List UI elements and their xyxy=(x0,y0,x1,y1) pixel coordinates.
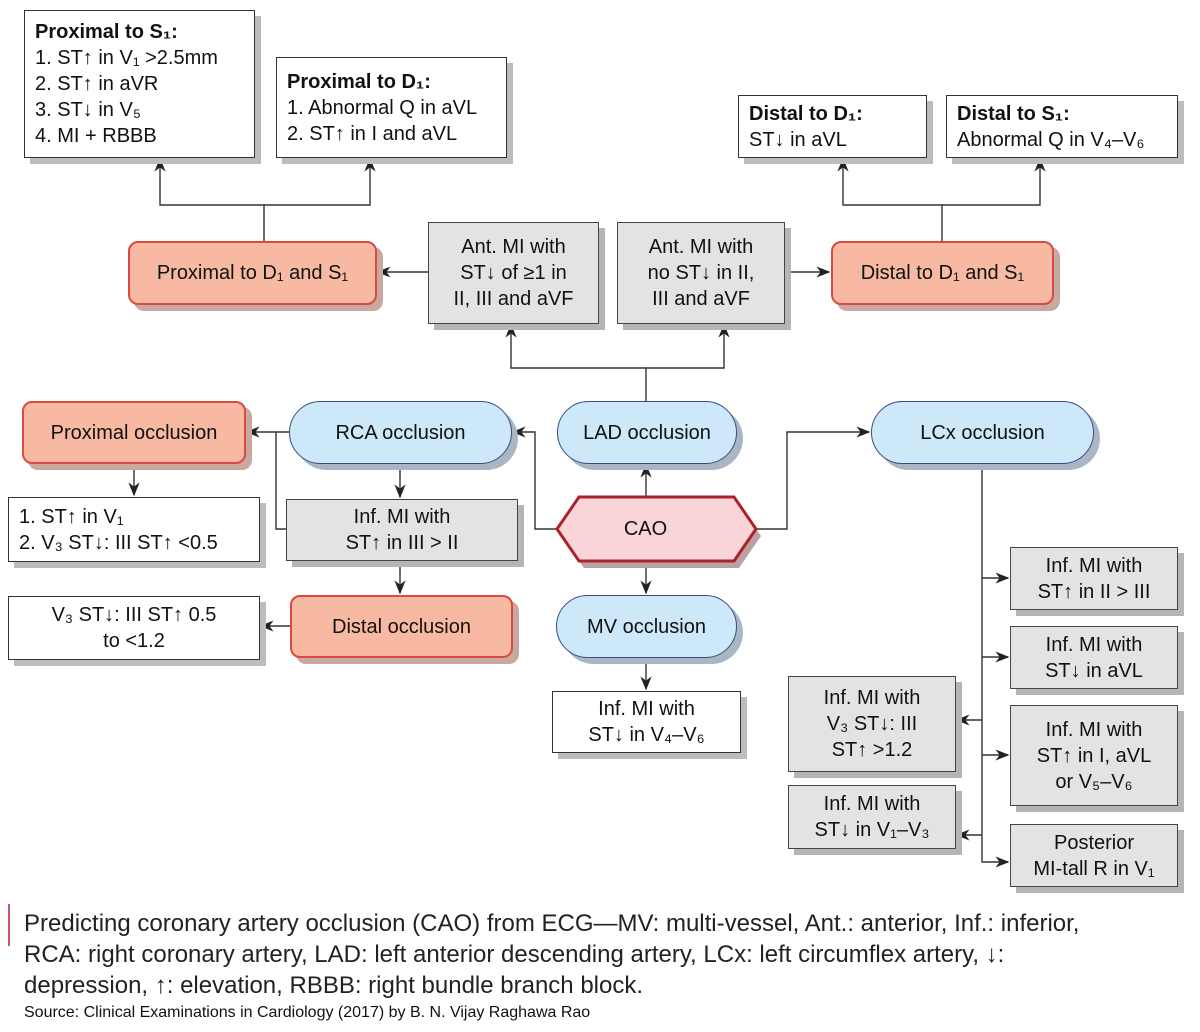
cao-node: CAO xyxy=(557,497,734,561)
label: Distal to D₁ and S₁ xyxy=(860,262,1025,284)
line: Inf. MI with xyxy=(1045,718,1143,741)
distal-d1-s1-node: Distal to D₁ and S₁ xyxy=(831,241,1054,305)
label: CAO xyxy=(623,518,668,540)
proximal-occlusion-node: Proximal occlusion xyxy=(22,401,246,464)
criterion: 1. Abnormal Q in aVL xyxy=(287,96,478,119)
criterion: ST↓ in aVL xyxy=(749,128,847,151)
line: Posterior xyxy=(1053,831,1135,854)
line: MI-tall R in V₁ xyxy=(1033,857,1155,880)
label: LCx occlusion xyxy=(920,421,1045,444)
line: Ant. MI with xyxy=(648,236,754,258)
label: Distal occlusion xyxy=(332,615,471,638)
criterion: 4. MI + RBBB xyxy=(35,125,157,147)
line: ST↓ in V₄–V₆ xyxy=(588,724,705,746)
lad-occlusion-node: LAD occlusion xyxy=(557,401,737,464)
line: Inf. MI with xyxy=(1045,554,1143,577)
source-credit: Source: Clinical Examinations in Cardiol… xyxy=(24,1004,591,1021)
line: ST↑ in II > III xyxy=(1037,580,1151,603)
line: ST↑ in I, aVL xyxy=(1036,744,1152,767)
line: or V₅–V₆ xyxy=(1055,770,1133,793)
line: Inf. MI with xyxy=(823,687,921,709)
label: RCA occlusion xyxy=(335,421,466,444)
label: Proximal occlusion xyxy=(50,421,218,444)
label: LAD occlusion xyxy=(583,421,711,444)
caption: Predicting coronary artery occlusion (CA… xyxy=(24,910,1080,999)
cao-shape xyxy=(555,495,758,563)
proximal-to-d1-box: Proximal to D₁: 1. Abnormal Q in aVL 2. … xyxy=(276,57,507,158)
line: II, III and aVF xyxy=(453,288,574,310)
criterion: 2. ST↑ in aVR xyxy=(35,73,159,95)
title: Distal to D₁: xyxy=(749,102,863,125)
title: Distal to S₁: xyxy=(957,102,1070,125)
label: Proximal to D₁ and S₁ xyxy=(156,262,349,284)
line: ST↓ of ≥1 in xyxy=(460,262,567,284)
line: V₃ ST↓: III ST↑ 0.5 xyxy=(51,604,217,626)
rca-occlusion-node: RCA occlusion xyxy=(289,401,512,464)
line: ST↓ in aVL xyxy=(1045,659,1143,682)
line: to <1.2 xyxy=(103,630,165,652)
label: MV occlusion xyxy=(587,615,706,638)
mv-occlusion-node: MV occlusion xyxy=(556,595,737,658)
connectors xyxy=(128,157,1046,868)
distal-occlusion-node: Distal occlusion xyxy=(290,595,513,658)
line: Inf. MI with xyxy=(823,793,921,815)
line: 1. ST↑ in V₁ xyxy=(19,505,124,528)
ant-mi-no-depression-node: Ant. MI with no ST↓ in II, III and aVF xyxy=(617,222,785,324)
line: no ST↓ in II, xyxy=(647,262,755,284)
lcx-occlusion-node: LCx occlusion xyxy=(871,401,1094,464)
line: ST↓ in V₁–V₃ xyxy=(814,819,930,841)
title: Proximal to D₁: xyxy=(287,70,431,93)
line: ST↑ in III > II xyxy=(345,532,459,554)
criterion: 3. ST↓ in V₅ xyxy=(35,99,141,121)
criterion: 1. ST↑ in V₁ >2.5mm xyxy=(35,47,218,69)
line: ST↑ >1.2 xyxy=(831,739,913,761)
caption-bar xyxy=(8,904,10,946)
distal-occlusion-criteria: V₃ ST↓: III ST↑ 0.5 to <1.2 xyxy=(8,596,260,660)
proximal-to-s1-box: Proximal to S₁: 1. ST↑ in V₁ >2.5mm 2. S… xyxy=(24,10,255,158)
line: Inf. MI with xyxy=(353,506,451,528)
line: V₃ ST↓: III xyxy=(826,713,918,735)
proximal-occlusion-criteria: 1. ST↑ in V₁ 2. V₃ ST↓: III ST↑ <0.5 xyxy=(8,497,260,562)
criterion: Abnormal Q in V₄–V₆ xyxy=(957,128,1145,151)
criterion: 2. ST↑ in I and aVL xyxy=(287,122,458,145)
line: 2. V₃ ST↓: III ST↑ <0.5 xyxy=(19,531,218,554)
line: Inf. MI with xyxy=(1045,633,1143,656)
line: Ant. MI with xyxy=(461,236,566,258)
line: Inf. MI with xyxy=(598,698,695,720)
lcx-finding-v3: Inf. MI with V₃ ST↓: III ST↑ >1.2 xyxy=(788,676,956,772)
line: III and aVF xyxy=(652,288,750,310)
distal-to-s1-box: Distal to S₁: Abnormal Q in V₄–V₆ xyxy=(946,95,1178,158)
proximal-d1-s1-node: Proximal to D₁ and S₁ xyxy=(128,241,377,305)
distal-to-d1-box: Distal to D₁: ST↓ in aVL xyxy=(738,95,927,158)
title: Proximal to S₁: xyxy=(35,21,178,43)
